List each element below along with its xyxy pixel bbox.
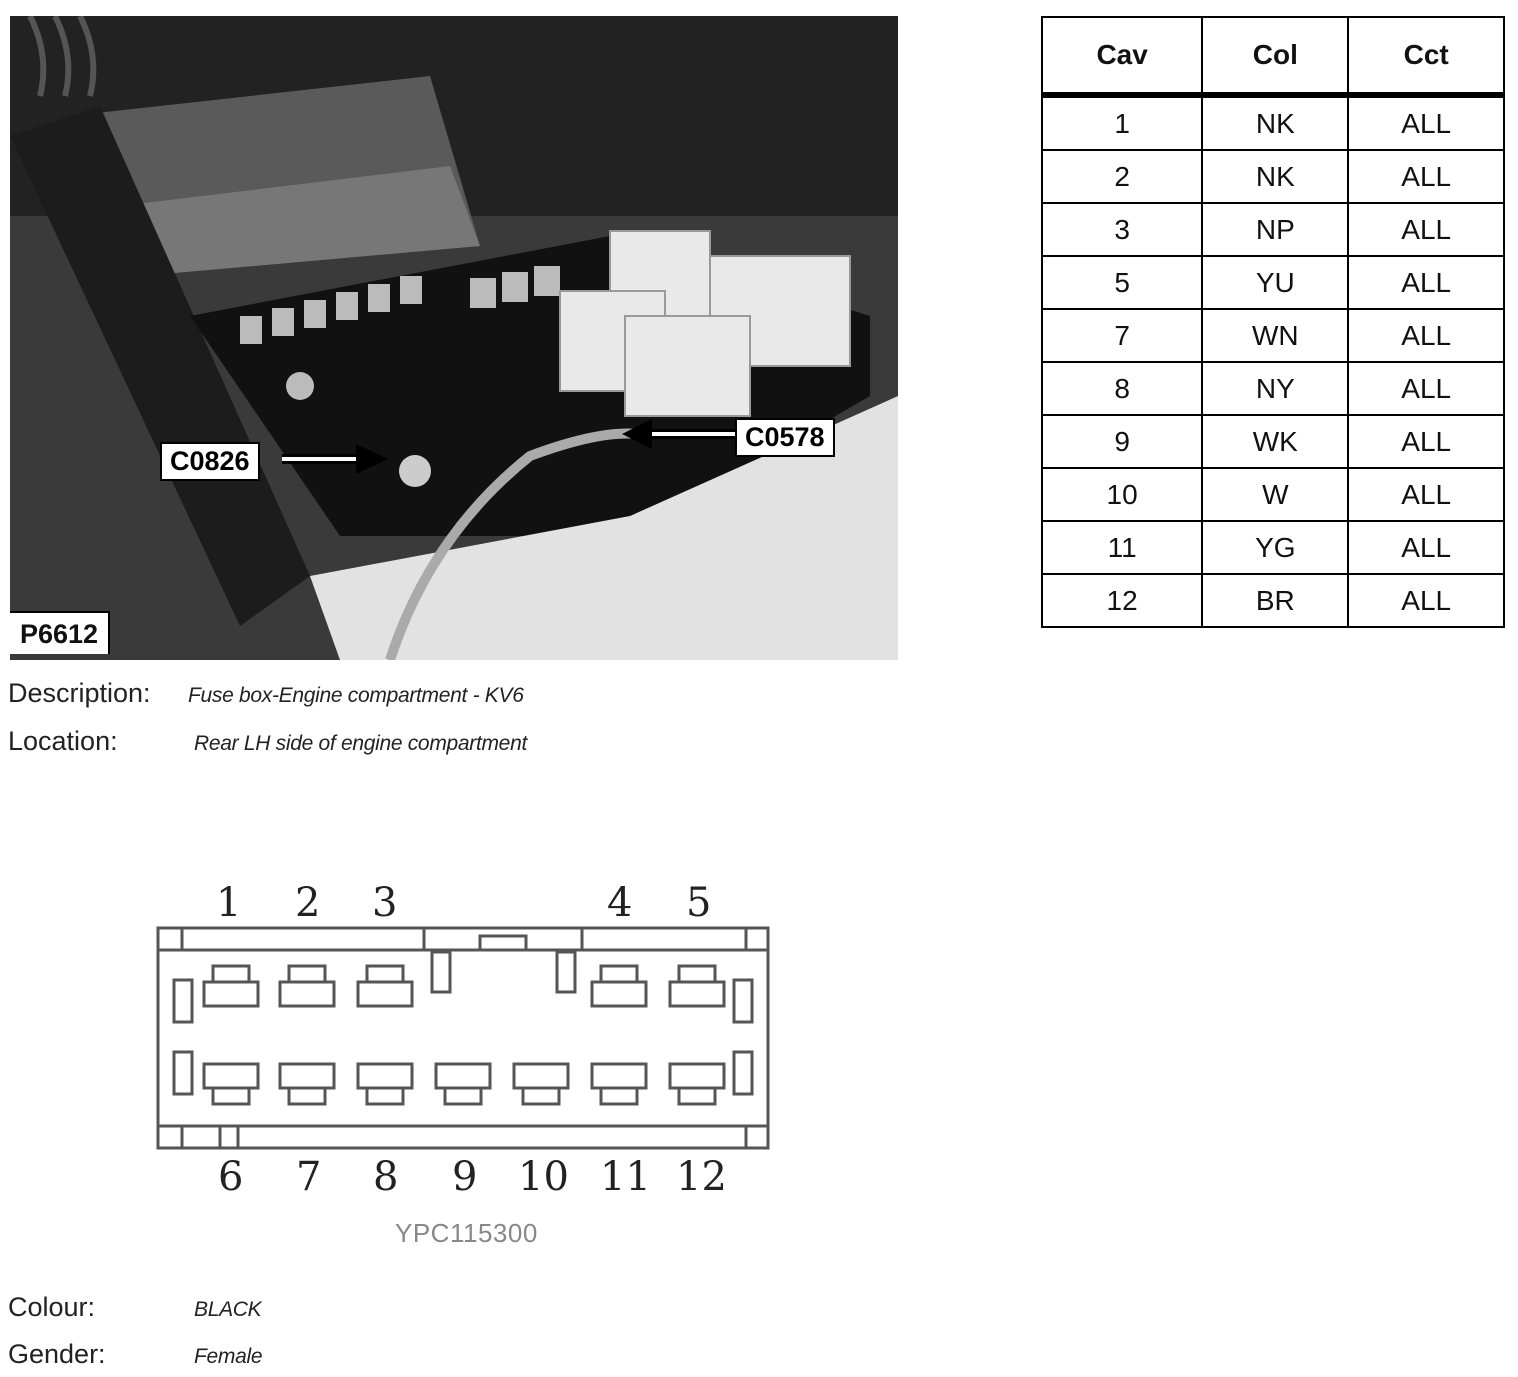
cell-cav: 9 — [1040, 414, 1204, 469]
callout-c0578: C0578 — [735, 418, 835, 457]
cell-cct: ALL — [1347, 149, 1505, 204]
pin-label-10: 10 — [518, 1154, 569, 1200]
cell-col: YG — [1201, 520, 1350, 575]
gender-row: Gender: Female — [8, 1339, 263, 1370]
location-label: Location: — [8, 726, 118, 756]
table-header-row: Cav Col Cct — [1040, 16, 1505, 98]
pin-label-7: 7 — [296, 1154, 322, 1200]
description-label: Description: — [8, 678, 151, 708]
colour-label: Colour: — [8, 1292, 96, 1322]
cell-cav: 2 — [1040, 149, 1204, 204]
cavity-7 — [278, 1062, 336, 1106]
connector-diagram — [156, 926, 770, 1150]
cavity-10 — [512, 1062, 570, 1106]
fuse-box-photo — [10, 16, 898, 660]
cavity-1 — [202, 964, 260, 1008]
cell-cct: ALL — [1347, 467, 1505, 522]
pin-label-12: 12 — [676, 1154, 727, 1200]
location-row: Location: Rear LH side of engine compartm… — [8, 726, 527, 757]
cell-cav: 5 — [1040, 255, 1204, 310]
cell-col: WN — [1201, 308, 1350, 363]
cell-cav: 3 — [1040, 202, 1204, 257]
cell-col: NP — [1201, 202, 1350, 257]
cell-cav: 1 — [1040, 94, 1204, 151]
cell-cct: ALL — [1347, 414, 1505, 469]
colour-row: Colour: BLACK — [8, 1292, 262, 1323]
cell-cct: ALL — [1347, 520, 1505, 575]
pin-label-8: 8 — [373, 1154, 399, 1200]
cavity-6 — [202, 1062, 260, 1106]
cell-cct: ALL — [1347, 573, 1505, 628]
cavity-11 — [590, 1062, 648, 1106]
cell-cct: ALL — [1347, 308, 1505, 363]
cell-col: NK — [1201, 94, 1350, 151]
pin-label-6: 6 — [218, 1154, 244, 1200]
cell-cav: 8 — [1040, 361, 1204, 416]
cell-col: W — [1201, 467, 1350, 522]
location-value: Rear LH side of engine compartment — [194, 732, 527, 755]
latch — [478, 934, 528, 952]
cell-cav: 7 — [1040, 308, 1204, 363]
cell-cct: ALL — [1347, 255, 1505, 310]
photo-id-label: P6612 — [10, 611, 111, 654]
cell-cav: 12 — [1040, 573, 1204, 628]
header-cct: Cct — [1347, 16, 1505, 98]
cell-col: NY — [1201, 361, 1350, 416]
colour-value: BLACK — [194, 1298, 262, 1321]
cell-col: NK — [1201, 149, 1350, 204]
gender-label: Gender: — [8, 1339, 106, 1369]
top-cavity-row — [202, 964, 726, 1008]
description-row: Description: Fuse box-Engine compartment … — [8, 678, 524, 709]
cavity-9 — [434, 1062, 492, 1106]
cavity-3 — [356, 964, 414, 1008]
cell-cav: 10 — [1040, 467, 1204, 522]
pin-label-5: 5 — [686, 880, 712, 926]
header-cav: Cav — [1040, 16, 1204, 98]
pin-label-11: 11 — [600, 1154, 651, 1200]
cavity-8 — [356, 1062, 414, 1106]
pin-label-9: 9 — [452, 1154, 478, 1200]
header-col: Col — [1201, 16, 1350, 98]
cell-col: BR — [1201, 573, 1350, 628]
pin-label-4: 4 — [607, 880, 633, 926]
pin-label-3: 3 — [372, 880, 398, 926]
part-number: YPC115300 — [395, 1218, 538, 1248]
fuse-box-illustration — [10, 16, 898, 660]
cavity-5 — [668, 964, 726, 1008]
cell-cct: ALL — [1347, 94, 1505, 151]
cavity-12 — [668, 1062, 726, 1106]
cavity-2 — [278, 964, 336, 1008]
cell-col: YU — [1201, 255, 1350, 310]
bottom-cavity-row — [202, 1062, 726, 1106]
callout-c0826: C0826 — [160, 442, 260, 481]
cell-col: WK — [1201, 414, 1350, 469]
cell-cct: ALL — [1347, 202, 1505, 257]
cavity-4 — [590, 964, 648, 1008]
cell-cct: ALL — [1347, 361, 1505, 416]
pin-label-1: 1 — [216, 880, 242, 926]
connector-outline — [156, 926, 770, 1150]
gender-value: Female — [194, 1345, 263, 1368]
pin-label-2: 2 — [295, 880, 321, 926]
description-value: Fuse box-Engine compartment - KV6 — [188, 684, 524, 707]
cell-cav: 11 — [1040, 520, 1204, 575]
